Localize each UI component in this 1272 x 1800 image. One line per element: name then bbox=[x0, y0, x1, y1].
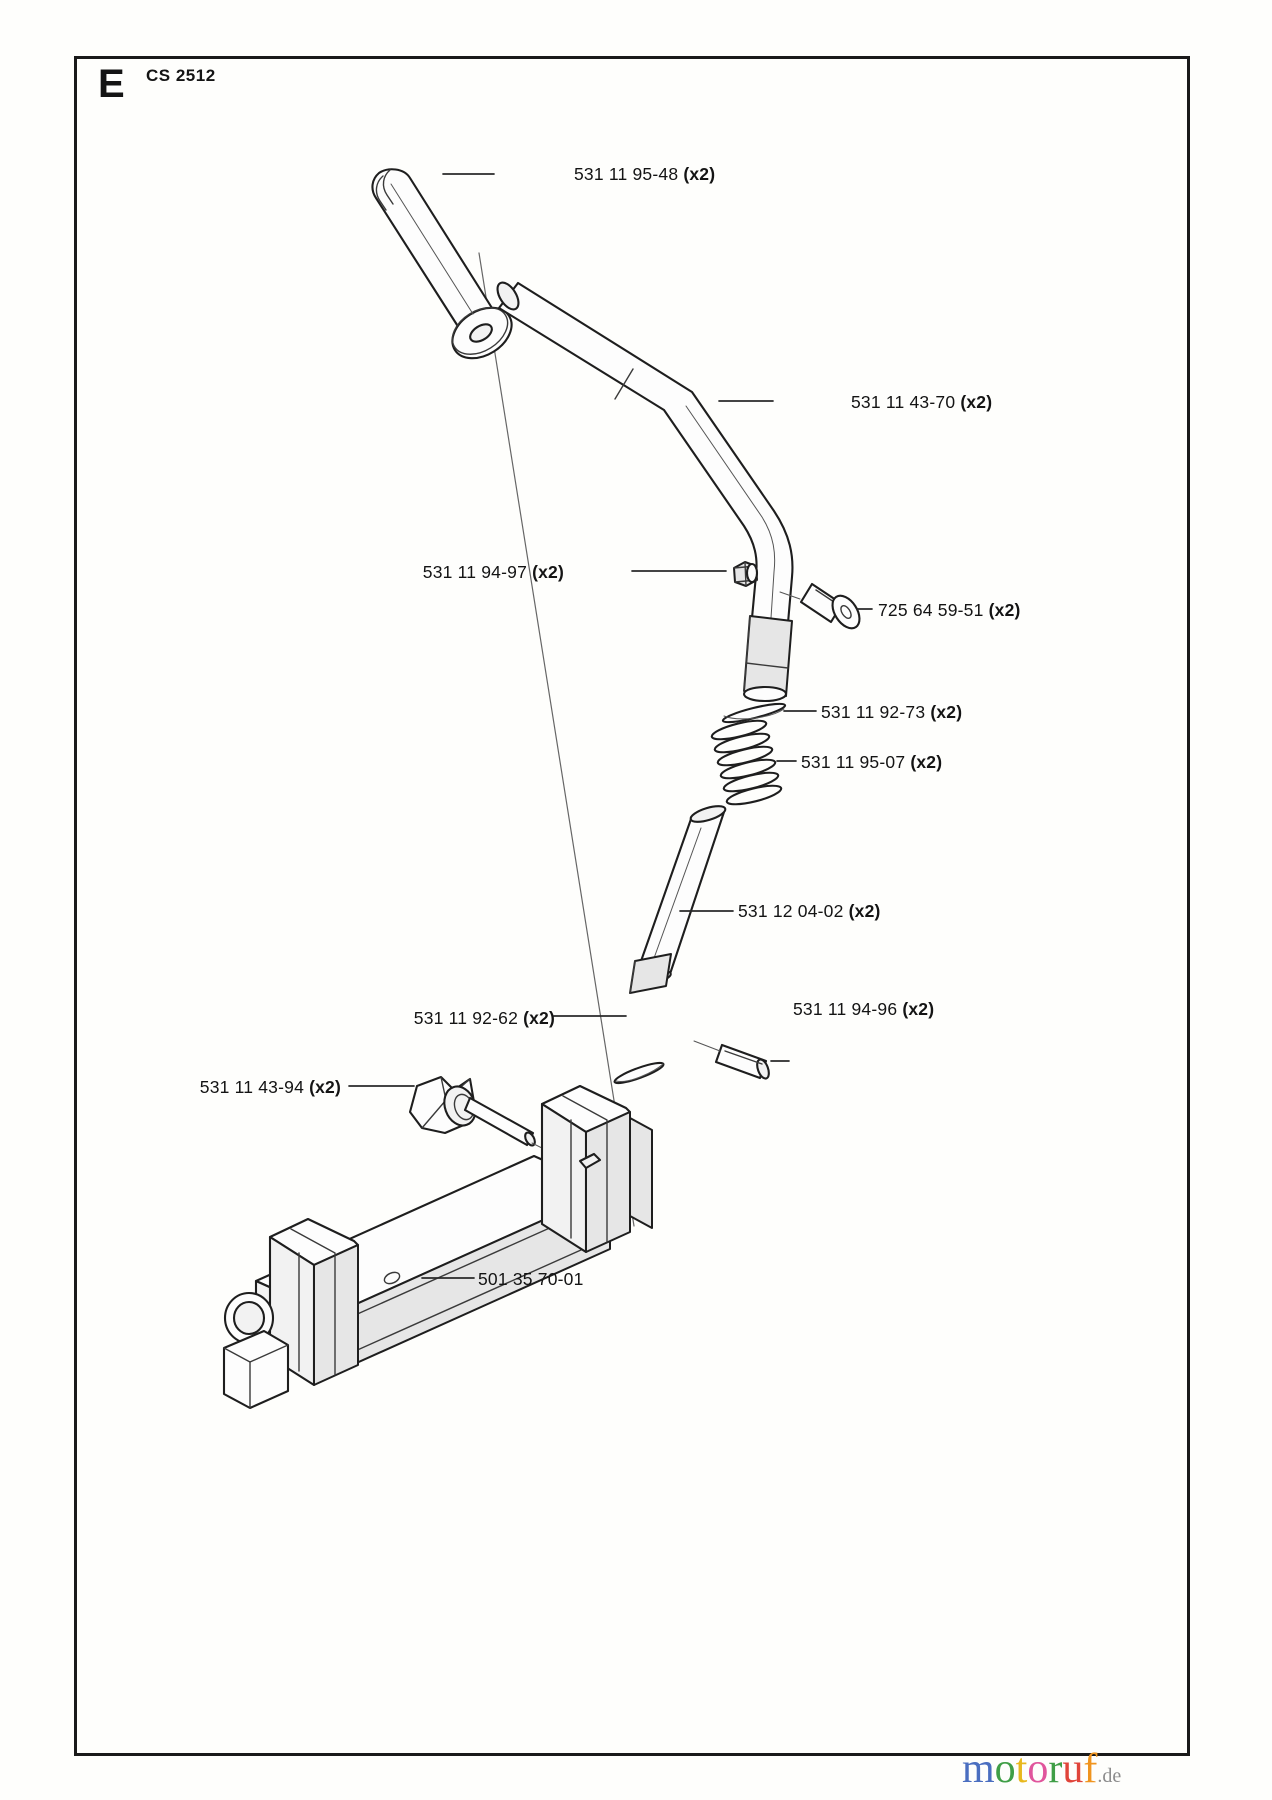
watermark-letter-6: u bbox=[1062, 1746, 1084, 1792]
part-number: 531 11 94-97 bbox=[422, 562, 528, 582]
callout-handle-bar: 531 11 43-70 (x2) bbox=[851, 392, 992, 413]
callout-star-knob: 531 11 43-94 (x2) bbox=[141, 1077, 341, 1098]
diagram-border bbox=[74, 56, 1190, 1756]
watermark-letter-2: o bbox=[994, 1746, 1016, 1792]
callout-compression-spring: 531 11 95-07 (x2) bbox=[801, 752, 942, 773]
part-number: 501 35 70-01 bbox=[478, 1269, 584, 1289]
part-number: 725 64 59-51 bbox=[878, 600, 984, 620]
callout-base-frame: 501 35 70-01 bbox=[478, 1269, 584, 1290]
part-number: 531 11 94-96 bbox=[793, 999, 898, 1019]
part-qty: (x2) bbox=[532, 562, 564, 582]
watermark-suffix: .de bbox=[1097, 1765, 1122, 1787]
part-qty: (x2) bbox=[309, 1077, 341, 1097]
part-qty: (x2) bbox=[523, 1008, 555, 1028]
part-number: 531 11 92-73 bbox=[821, 702, 926, 722]
watermark-letter-7: f bbox=[1083, 1746, 1098, 1792]
callout-handle-grip: 531 11 95-48 (x2) bbox=[574, 164, 715, 185]
part-number: 531 11 43-70 bbox=[851, 392, 956, 412]
part-number: 531 12 04-02 bbox=[738, 901, 844, 921]
part-number: 531 11 95-48 bbox=[574, 164, 679, 184]
part-qty: (x2) bbox=[910, 752, 943, 772]
watermark-letter-4: o bbox=[1027, 1746, 1049, 1792]
callout-washer-upper: 531 11 92-73 (x2) bbox=[821, 702, 962, 723]
part-qty: (x2) bbox=[960, 392, 993, 412]
part-number: 531 11 43-94 bbox=[199, 1077, 305, 1097]
model-code: CS 2512 bbox=[146, 66, 216, 85]
part-qty: (x2) bbox=[848, 901, 881, 921]
motoruf-watermark: motoruf.de bbox=[962, 1748, 1121, 1790]
part-number: 531 11 92-62 bbox=[413, 1008, 519, 1028]
callout-washer-lower: 531 11 92-62 (x2) bbox=[355, 1008, 555, 1029]
part-qty: (x2) bbox=[988, 600, 1021, 620]
watermark-letter-5: r bbox=[1048, 1746, 1063, 1792]
section-letter: E bbox=[98, 62, 125, 106]
callout-roll-pin: 531 11 94-96 (x2) bbox=[793, 999, 934, 1020]
callout-lock-nut: 531 11 94-97 (x2) bbox=[364, 562, 564, 583]
watermark-letter-1: m bbox=[962, 1746, 995, 1792]
callout-support-tube: 531 12 04-02 (x2) bbox=[738, 901, 881, 922]
part-number: 531 11 95-07 bbox=[801, 752, 906, 772]
watermark-letter-3: t bbox=[1015, 1746, 1028, 1792]
callout-shoulder-bolt: 725 64 59-51 (x2) bbox=[878, 600, 1021, 621]
part-qty: (x2) bbox=[930, 702, 963, 722]
part-qty: (x2) bbox=[683, 164, 716, 184]
part-qty: (x2) bbox=[902, 999, 935, 1019]
